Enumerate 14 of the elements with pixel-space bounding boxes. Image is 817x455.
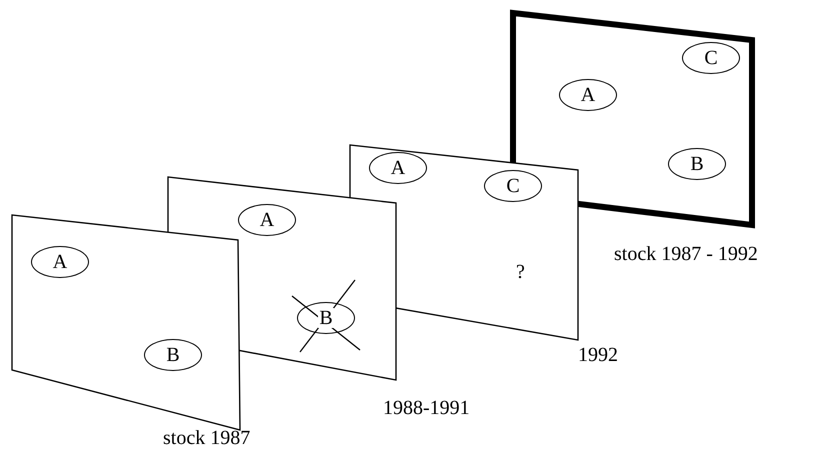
ellipse-label: A	[559, 79, 617, 111]
ellipse-label: C	[484, 170, 542, 202]
ellipse-label: B	[668, 148, 726, 180]
panel-caption: 1992	[578, 345, 618, 365]
ellipse-label: A	[31, 246, 89, 278]
ellipse-label: A	[238, 204, 296, 236]
panel-caption: stock 1987	[163, 428, 250, 448]
ellipse-label: A	[369, 152, 427, 184]
question-mark-label: ?	[516, 262, 525, 282]
ellipse-label: C	[682, 42, 740, 74]
ellipse-label: B	[144, 339, 202, 371]
panel-caption: stock 1987 - 1992	[614, 244, 758, 264]
panel-caption: 1988-1991	[383, 398, 470, 418]
ellipse-label: B	[297, 302, 355, 334]
